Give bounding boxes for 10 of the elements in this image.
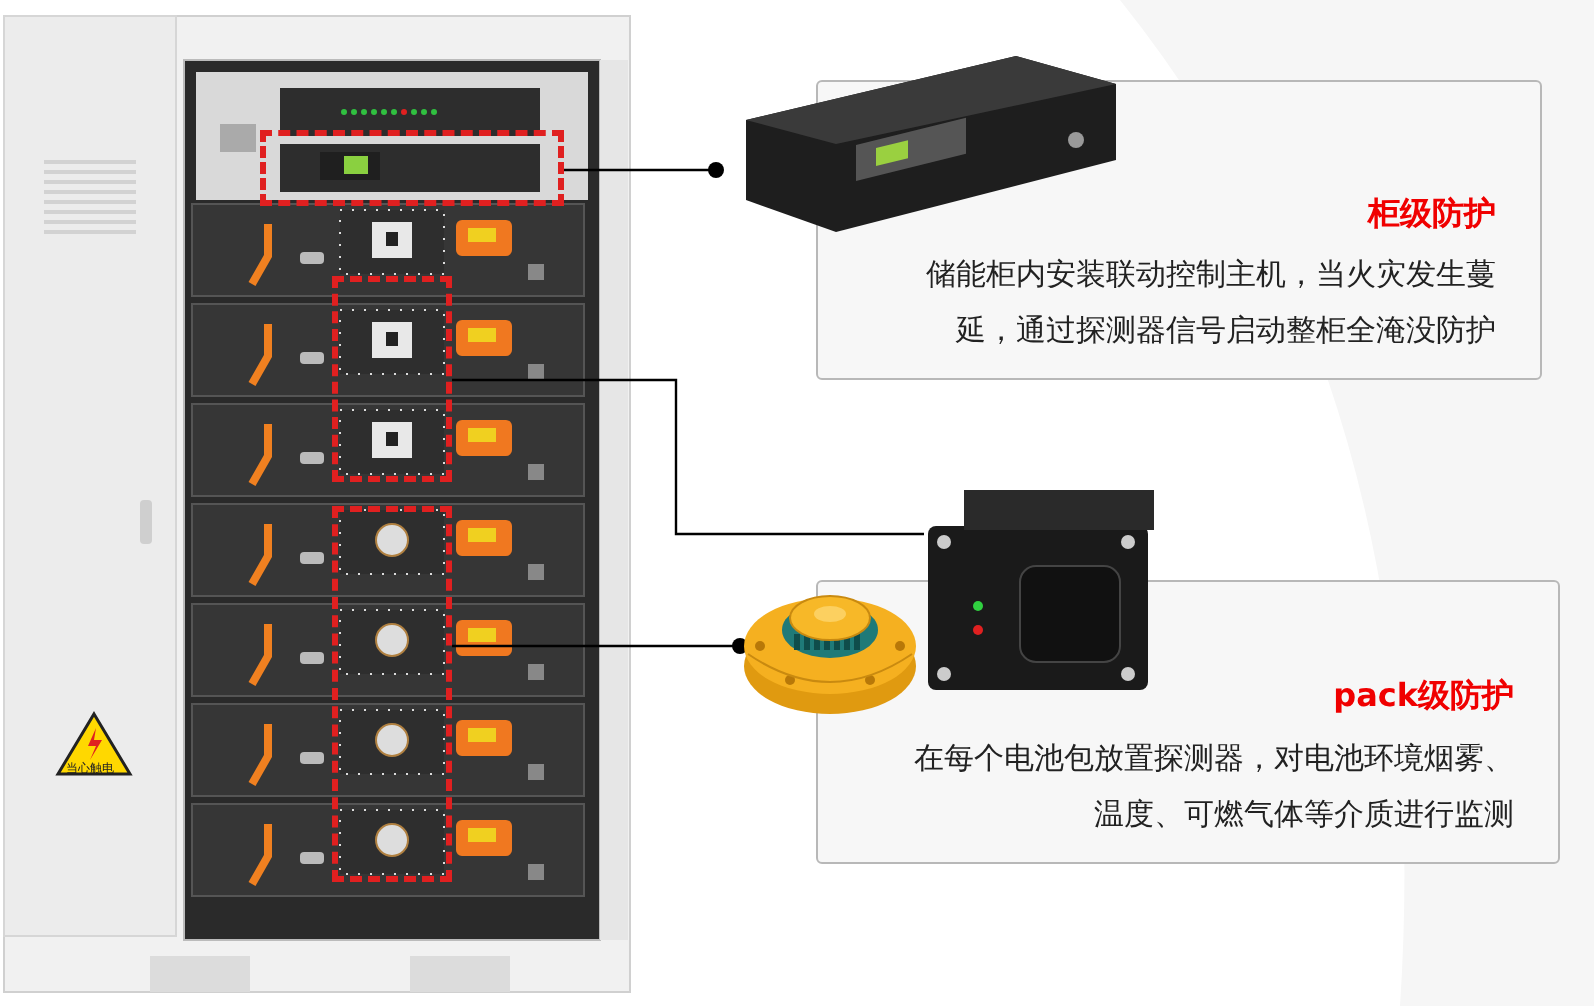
- highlight-frame: [332, 276, 452, 482]
- leader-line: [564, 162, 724, 178]
- leader-line: [452, 638, 748, 654]
- description-text: 储能柜内安装联动控制主机，当火灾发生蔓延，通过探测器信号启动整柜全淹没防护: [924, 254, 1496, 352]
- panel-heading: pack级防护: [1333, 676, 1514, 718]
- panel-heading: 柜级防护: [1368, 194, 1496, 236]
- leader-line: [452, 378, 924, 536]
- highlight-frame: [332, 506, 452, 882]
- highlight-frame: [260, 130, 564, 206]
- description-text: 在每个电池包放置探测器，对电池环境烟雾、温度、可燃气体等介质进行监测: [914, 738, 1514, 836]
